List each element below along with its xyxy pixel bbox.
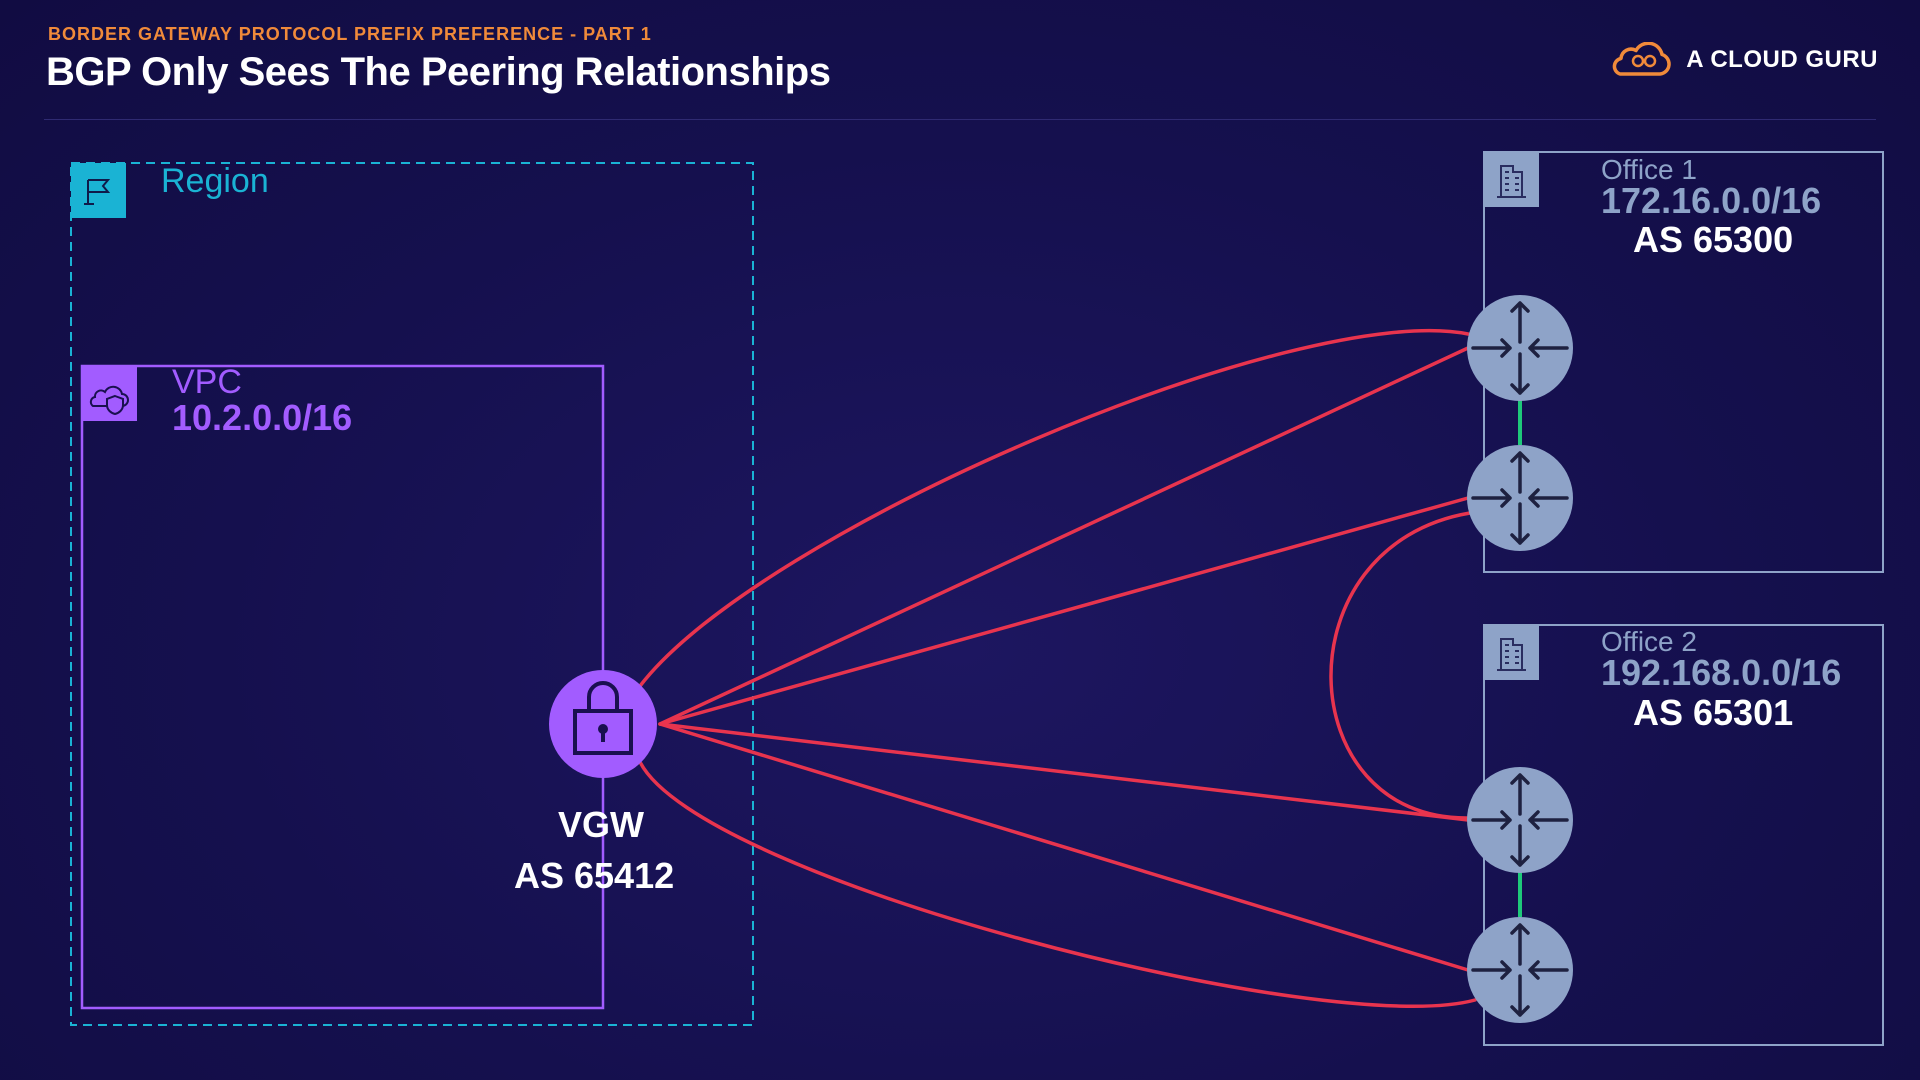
- cloud-shield-icon: [82, 366, 137, 421]
- office-1-as: AS 65300: [1633, 219, 1794, 260]
- vpc-label: VPC: [172, 363, 242, 401]
- peering-link: [1329, 511, 1472, 820]
- header-divider: [44, 119, 1876, 120]
- slide-title: BGP Only Sees The Peering Relationships: [46, 50, 831, 94]
- peering-link: [658, 722, 1470, 972]
- building-icon: [1484, 625, 1539, 680]
- peering-link: [658, 496, 1470, 726]
- router-icon: [1467, 295, 1573, 401]
- brand-logo: A CLOUD GURU: [1608, 40, 1878, 80]
- router-icon: [1467, 917, 1573, 1023]
- region-label: Region: [161, 162, 269, 200]
- lock-icon: [573, 681, 633, 755]
- office-1-name: Office 1: [1601, 154, 1697, 185]
- router-icon: [1467, 445, 1573, 551]
- deck-subtitle: BORDER GATEWAY PROTOCOL PREFIX PREFERENC…: [48, 24, 652, 44]
- peering-link: [658, 722, 1470, 822]
- flag-icon: [71, 163, 126, 218]
- region-boundary: [70, 162, 754, 1026]
- building-icon: [1484, 152, 1539, 207]
- office-2-as: AS 65301: [1633, 692, 1794, 733]
- office-2-name: Office 2: [1601, 626, 1697, 657]
- vgw-node: [549, 670, 657, 778]
- router-icon: [1467, 767, 1573, 873]
- peering-link: [658, 346, 1470, 726]
- vgw-as: AS 65412: [514, 855, 675, 896]
- office-1-cidr: 172.16.0.0/16: [1601, 180, 1822, 221]
- cloud-icon: [1612, 42, 1671, 76]
- vgw-label: VGW: [558, 804, 644, 845]
- vpc-cidr: 10.2.0.0/16: [172, 397, 353, 438]
- office-2-cidr: 192.168.0.0/16: [1601, 652, 1842, 693]
- vpc-boundary: [80, 364, 605, 1010]
- peering-link: [638, 760, 1477, 1008]
- brand-name: A CLOUD GURU: [1686, 46, 1878, 73]
- peering-link: [638, 328, 1470, 688]
